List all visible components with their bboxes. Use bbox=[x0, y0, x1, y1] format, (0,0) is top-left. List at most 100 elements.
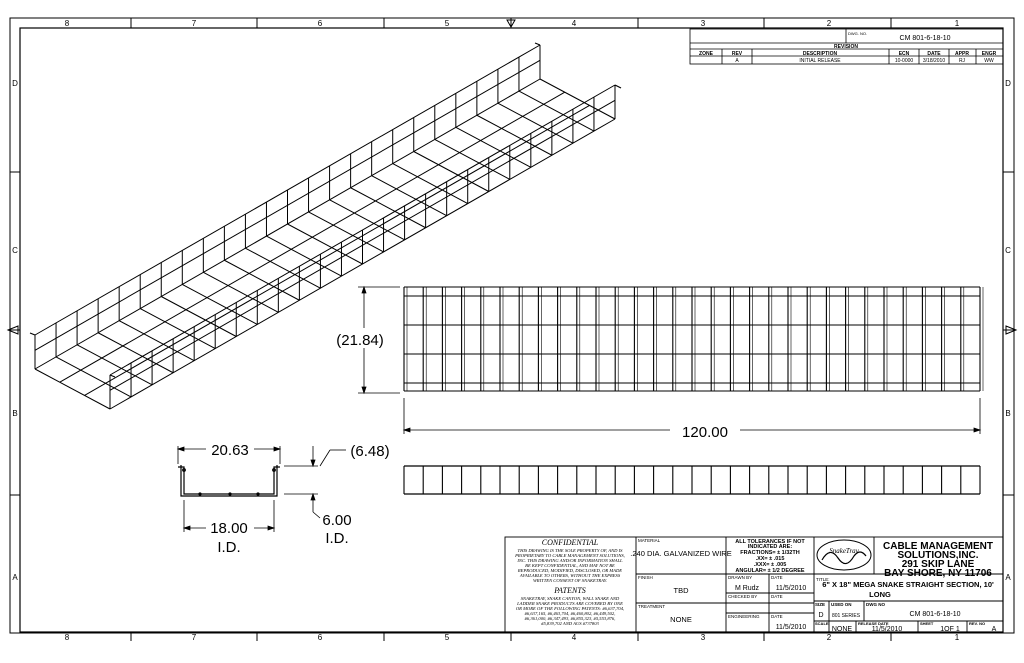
confidential-title: CONFIDENTIAL bbox=[542, 538, 599, 547]
eng-date: 11/5/2010 bbox=[776, 624, 807, 631]
zone-col-4-bottom: 4 bbox=[572, 633, 577, 642]
title-block bbox=[504, 536, 1004, 633]
dim-inner-height: 6.00 bbox=[322, 512, 351, 529]
patents-line-1: SNAKETRAY, SNAKE CANYON, WALL SNAKE AND bbox=[521, 596, 620, 602]
dim-length: 120.00 bbox=[682, 424, 728, 441]
center-mark-top-icon bbox=[506, 19, 516, 29]
treatment-value: NONE bbox=[670, 615, 692, 624]
confidential-line-1: THIS DRAWING IS THE SOLE PROPERTY OF, AN… bbox=[518, 548, 624, 554]
confidential-line-7: WRITTEN CONSENT OF SNAKETRAY. bbox=[533, 578, 607, 583]
used-on-value: 801 SERIES bbox=[832, 613, 861, 619]
rev-row-engr: WW bbox=[984, 58, 994, 64]
iso-cross-wire bbox=[329, 199, 405, 241]
rev-row-description: INITIAL RELEASE bbox=[799, 58, 841, 64]
iso-cross-wire bbox=[476, 114, 553, 156]
iso-cross-wire bbox=[350, 187, 426, 229]
confidential-line-6: AVAILABLE TO OTHERS, WITHOUT THE EXPRESS bbox=[519, 573, 621, 579]
dim-inner-width-bg bbox=[206, 519, 254, 535]
checked-by-label: CHECKED BY bbox=[728, 594, 757, 599]
patents-line-2: LADDER SNAKE PRODUCTS ARE COVERED BY ONE bbox=[516, 601, 623, 606]
rev-header-rev: REV bbox=[732, 51, 743, 57]
drawn-date-label: DATE bbox=[771, 575, 783, 580]
rev-row-ecn: 10-0000 bbox=[895, 58, 914, 64]
iso-cross-wire bbox=[539, 78, 616, 120]
center-mark-right-icon bbox=[1005, 325, 1018, 335]
cross-section-view bbox=[178, 465, 280, 497]
dim-inner-height-unit: I.D. bbox=[325, 530, 348, 547]
used-on-label: USED ON bbox=[831, 602, 852, 607]
finish-label: FINISH bbox=[638, 575, 653, 580]
zone-col-2: 2 bbox=[827, 19, 832, 28]
outer-border bbox=[9, 17, 1015, 634]
dim-outer-width-bg bbox=[206, 441, 254, 457]
tolerance-line-1: ALL TOLERANCES IF NOT bbox=[735, 539, 805, 545]
zone-col-5: 5 bbox=[445, 19, 450, 28]
dim-height-bg bbox=[333, 328, 387, 348]
zone-row-a: A bbox=[12, 573, 18, 582]
company-line-1: CABLE MANAGEMENT bbox=[883, 541, 993, 552]
iso-cross-wire bbox=[287, 223, 363, 265]
rev-dwg-no: CM 801-6-18-10 bbox=[900, 35, 951, 42]
iso-cross-wire bbox=[392, 163, 468, 205]
material-label: MATERIAL bbox=[638, 538, 661, 543]
iso-cross-wire bbox=[434, 138, 511, 180]
dim-length-bg bbox=[670, 422, 740, 439]
iso-flange-wire bbox=[534, 42, 541, 46]
sheet-label: SHEET bbox=[920, 621, 934, 626]
rev-header-appr: APPR bbox=[955, 51, 969, 57]
company-line-2: SOLUTIONS,INC. bbox=[897, 550, 978, 561]
patents-line-6: #5,839,702 AND AUS #737803 bbox=[541, 621, 599, 627]
iso-cross-wire bbox=[139, 308, 216, 350]
drawn-date: 11/5/2010 bbox=[776, 585, 807, 592]
confidential-line-3: INC. THIS DRAWING AND/OR INFORMATION SHA… bbox=[516, 558, 623, 563]
drawing-title-line-1: 6" X 18" MEGA SNAKE STRAIGHT SECTION, 10… bbox=[822, 580, 994, 589]
iso-flange-wire bbox=[109, 374, 116, 378]
release-date-value: 11/5/2010 bbox=[872, 626, 903, 633]
confidential-line-5: REPRODUCED, MODIFIED, DISCLOSED, OR MADE bbox=[517, 568, 622, 574]
iso-cross-wire bbox=[308, 211, 384, 253]
plan-view bbox=[403, 286, 984, 392]
finish-value: TBD bbox=[674, 586, 690, 595]
side-elevation-view bbox=[403, 465, 981, 495]
patents-line-3: OR MORE OF THE FOLLOWING PATENTS: #6,637… bbox=[516, 606, 624, 612]
material-value: .240 DIA. GALVANIZED WIRE bbox=[630, 549, 731, 558]
rev-dwg-no-label: DWG. NO. bbox=[848, 31, 867, 36]
scale-label: SCALE bbox=[815, 621, 829, 626]
tolerance-line-3: FRACTIONS= ± 1/32TH bbox=[740, 550, 799, 556]
rev-header-ecn: ECN bbox=[899, 51, 910, 57]
company-line-3: 291 SKIP LANE bbox=[902, 559, 975, 570]
iso-cross-wire bbox=[518, 90, 595, 132]
zone-col-8: 8 bbox=[65, 19, 70, 28]
sheet-value: 1OF 1 bbox=[940, 626, 960, 633]
iso-cross-wire bbox=[76, 344, 153, 386]
logo-text: SnakeTray bbox=[829, 547, 859, 555]
release-date-label: RELEASE DATE bbox=[858, 621, 889, 626]
zone-col-1-bottom: 1 bbox=[955, 633, 960, 642]
zone-col-6: 6 bbox=[318, 19, 323, 28]
dwg-no-label: DWG NO bbox=[866, 602, 885, 607]
rev-header-description: DESCRIPTION bbox=[803, 51, 838, 57]
isometric-tray-view bbox=[29, 42, 622, 410]
cross-section-dimensions bbox=[176, 446, 346, 532]
engineering-label: ENGINEERING bbox=[728, 614, 760, 619]
zone-col-3-bottom: 3 bbox=[701, 633, 706, 642]
iso-cross-wire bbox=[245, 247, 321, 289]
rev-row-date: 3/18/2010 bbox=[923, 58, 945, 64]
center-mark-left-icon bbox=[6, 325, 19, 335]
iso-flange-wire bbox=[29, 332, 36, 336]
checked-date-label: DATE bbox=[771, 594, 783, 599]
zone-col-2-bottom: 2 bbox=[827, 633, 832, 642]
dwg-no-value: CM 801-6-18-10 bbox=[910, 611, 961, 618]
drawing-title-line-2: LONG bbox=[869, 590, 891, 599]
size-value: D bbox=[818, 612, 823, 619]
iso-cross-wire bbox=[97, 332, 174, 374]
iso-cross-wire bbox=[371, 175, 447, 217]
rev-header-zone: ZONE bbox=[699, 51, 714, 57]
iso-flange-wire bbox=[614, 84, 622, 89]
iso-cross-wire bbox=[55, 356, 132, 398]
iso-cross-wire bbox=[455, 126, 532, 168]
dim-outer-width: 20.63 bbox=[211, 442, 249, 459]
zone-row-b: B bbox=[12, 409, 17, 418]
dim-inner-width-unit: I.D. bbox=[217, 539, 240, 556]
patents-title: PATENTS bbox=[553, 586, 586, 595]
